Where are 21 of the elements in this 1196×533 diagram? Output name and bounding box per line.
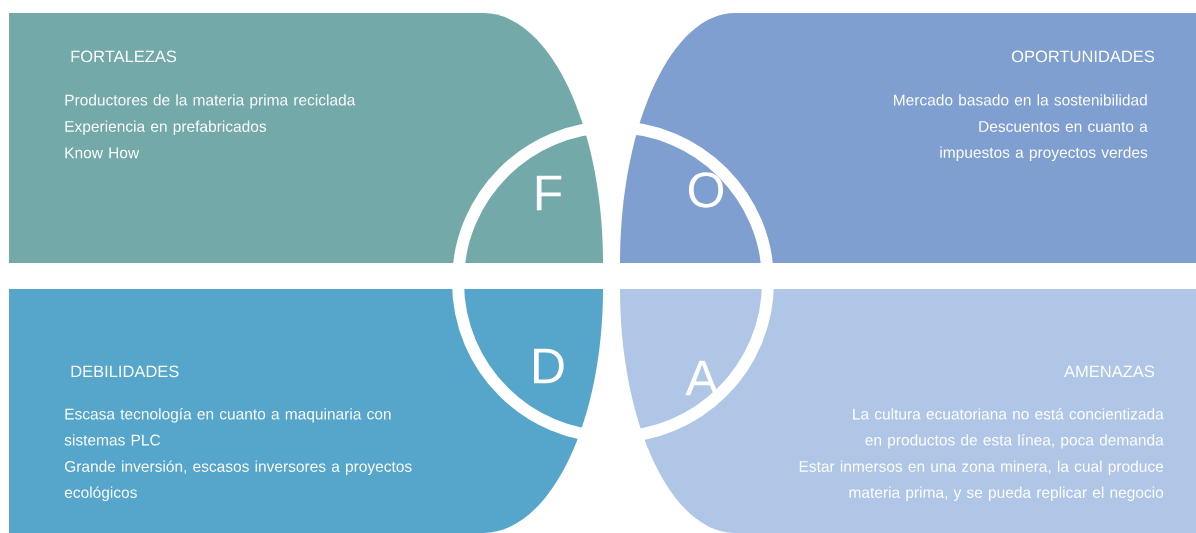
panel-heading: OPORTUNIDADES (1011, 50, 1155, 63)
item-text: La cultura ecuatoriana no está concientizada en productos de esta línea, poca demanda (853, 408, 1164, 449)
item-text: Know How (65, 147, 140, 159)
quadrant-letter: A (685, 360, 719, 396)
item-text: Grande inversión, escasos inversores a proyectos ecológicos (64, 460, 412, 501)
quadrant-letter: D (534, 348, 564, 384)
item-text: Descuentos en cuanto a impuestos a proyectos verdes (940, 121, 1148, 161)
panel-heading: DEBILIDADES (71, 365, 179, 378)
quadrant-letter: O (688, 172, 724, 208)
panel-heading: FORTALEZAS (71, 50, 177, 63)
quadrant-letter: F (536, 175, 562, 211)
swot-panel (9, 13, 603, 263)
item-text: Estar inmersos en una zona minera, la cual produce materia prima, y se pueda replicar el negocio (799, 460, 1164, 501)
item-text: Escasa tecnología en cuanto a maquinaria con sistemas PLC (64, 408, 391, 446)
item-text: Mercado basado en la sostenibilidad (894, 94, 1147, 106)
swot-panel (620, 289, 1196, 533)
item-text: Experiencia en prefabricados (65, 120, 267, 135)
swot-panel (620, 13, 1196, 263)
item-text: Productores de la materia prima reciclada (65, 94, 356, 109)
swot-panel (9, 289, 603, 533)
panel-heading: AMENAZAS (1064, 365, 1155, 378)
